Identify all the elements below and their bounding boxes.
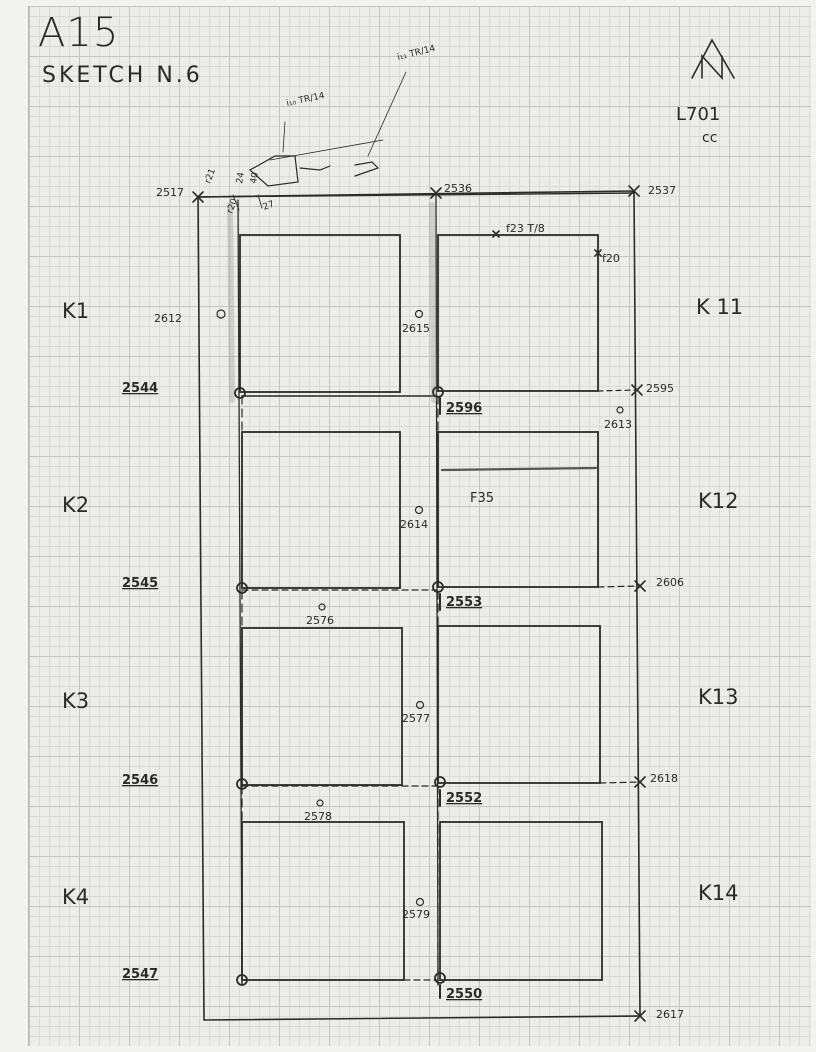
label-k1: K1 — [62, 299, 89, 323]
f35-line — [440, 466, 598, 472]
point-2578: 2578 — [304, 810, 332, 823]
point-2544: 2544 — [122, 381, 158, 396]
north-arrow-icon — [691, 38, 735, 81]
point-2613: 2613 — [604, 418, 632, 431]
label-k11: K 11 — [696, 295, 743, 319]
point-2545: 2545 — [122, 576, 158, 591]
point-2577: 2577 — [402, 712, 430, 725]
annotation-f23: f23 T/8 — [506, 222, 545, 235]
edge-label: r20 — [225, 197, 240, 215]
quadrat-k11 — [437, 234, 599, 392]
quadrat-k2 — [241, 431, 401, 589]
point-2553: 2553 — [446, 595, 482, 610]
detail-sketch — [248, 155, 299, 187]
point-2615: 2615 — [402, 322, 430, 335]
graph-paper-sheet — [28, 6, 811, 1046]
point-2612: 2612 — [154, 312, 182, 325]
label-k12: K12 — [698, 489, 739, 513]
point-2579: 2579 — [402, 908, 430, 921]
sheet-subtitle: SKETCH N.6 — [42, 63, 203, 88]
annotation-f20: f20 — [602, 252, 620, 265]
ref-sub: cc — [702, 130, 717, 146]
label-k4: K4 — [62, 885, 89, 909]
point-2596: 2596 — [446, 401, 482, 416]
point-2614: 2614 — [400, 518, 428, 531]
point-2606: 2606 — [656, 576, 684, 589]
quadrat-k3 — [241, 627, 403, 786]
quadrat-k13 — [437, 625, 601, 784]
edge-label: 24 — [235, 171, 247, 184]
label-k14: K14 — [698, 881, 739, 905]
point-2536: 2536 — [444, 182, 472, 195]
annotation-i11: i₁₁ TR/14 — [396, 44, 436, 63]
quadrat-k12 — [437, 431, 599, 588]
sheet-title: A15 — [38, 10, 119, 56]
edge-label: 27 — [262, 200, 276, 213]
point-2576: 2576 — [306, 614, 334, 627]
point-2537: 2537 — [648, 184, 676, 197]
top-line — [197, 192, 635, 198]
edge-label: 40 — [249, 171, 261, 184]
outer-frame — [197, 190, 641, 1021]
label-k3: K3 — [62, 689, 89, 713]
annotation-i10: i₁₀ TR/14 — [286, 91, 326, 109]
quadrat-k1 — [239, 234, 401, 393]
point-2546: 2546 — [122, 773, 158, 788]
label-k2: K2 — [62, 493, 89, 517]
quadrat-k14 — [439, 821, 603, 981]
edge-label: r21 — [203, 167, 218, 185]
label-k13: K13 — [698, 685, 739, 709]
point-2595: 2595 — [646, 382, 674, 395]
point-2618: 2618 — [650, 772, 678, 785]
point-2550: 2550 — [446, 987, 482, 1002]
annotation-f35: F35 — [470, 491, 494, 506]
quadrat-k4 — [241, 821, 405, 981]
point-2547: 2547 — [122, 967, 158, 982]
point-2552: 2552 — [446, 791, 482, 806]
point-2617: 2617 — [656, 1008, 684, 1021]
ref-code: L701 — [676, 104, 720, 125]
point-2517: 2517 — [156, 186, 184, 199]
